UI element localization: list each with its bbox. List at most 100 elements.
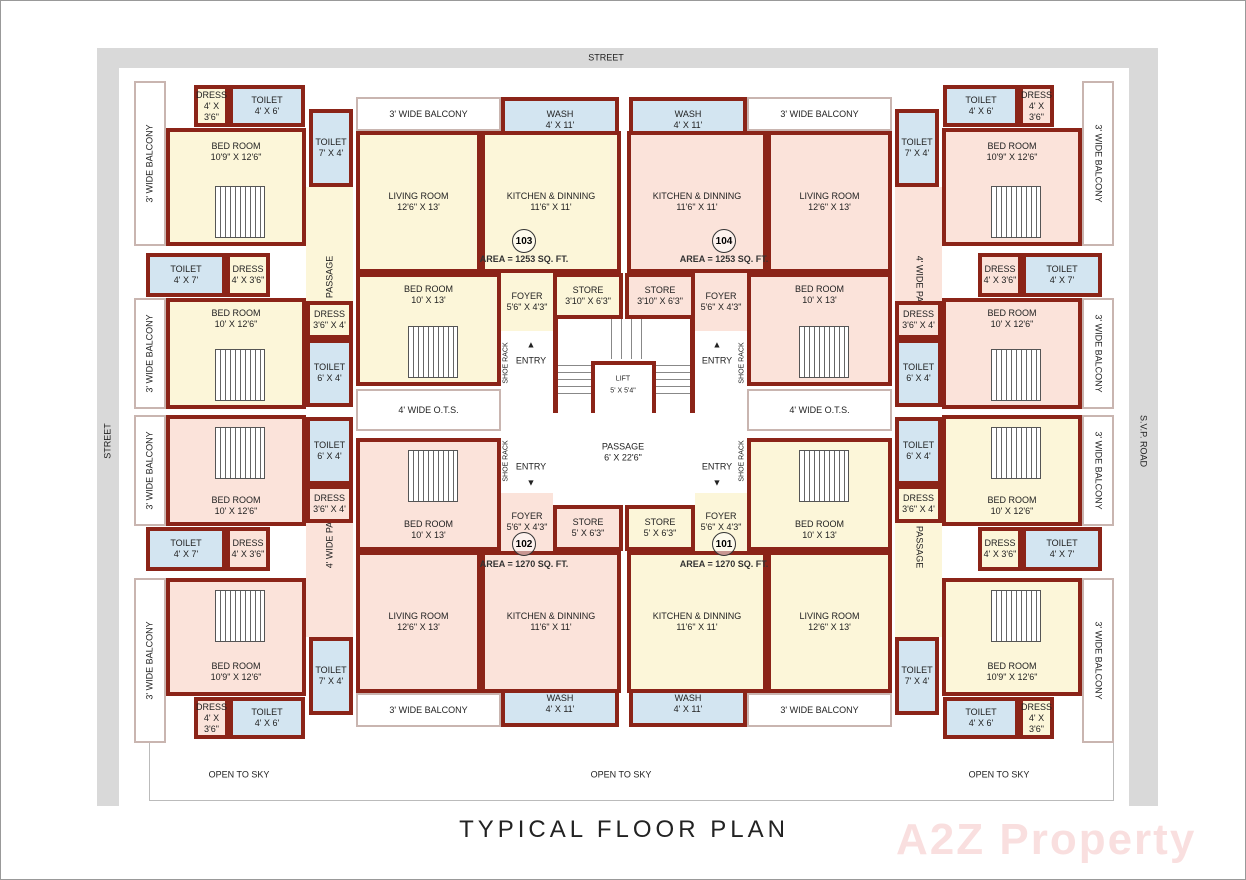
open-to-sky-strip [149, 743, 1114, 801]
room-name: TOILET [1046, 264, 1078, 274]
staircase [553, 319, 695, 413]
unit-area: AREA = 1270 SQ. FT. [479, 559, 569, 569]
room-size: 4' X 7' [173, 549, 199, 559]
room-name: 3' WIDE BALCONY [144, 431, 155, 510]
room-size: 10' X 13' [411, 294, 446, 305]
room-name: STORE [572, 517, 604, 527]
unit-area: AREA = 1253 SQ. FT. [479, 254, 569, 264]
room-size: 7' X 4' [318, 676, 344, 686]
room-3-wide-balcony: 3' WIDE BALCONY [1082, 81, 1114, 246]
unit-area: AREA = 1253 SQ. FT. [679, 254, 769, 264]
room-name: 3' WIDE BALCONY [144, 124, 155, 203]
room-name: DRESS [196, 89, 228, 100]
room-size: 10' X 12'6" [990, 505, 1034, 516]
bed-icon [991, 427, 1041, 479]
room-name: BED ROOM [403, 283, 453, 294]
room-size: 6' X 4' [317, 373, 342, 383]
entry-label: ENTRY [515, 461, 547, 472]
room-size: 3'10" X 6'3" [565, 296, 611, 306]
room-name: DRESS [313, 309, 345, 319]
room-name: 3' WIDE BALCONY [780, 704, 859, 715]
room-name: WASH [674, 109, 702, 119]
room-size: 5'6" X 4'3" [700, 522, 742, 532]
room-size: 12'6" X 13' [808, 202, 851, 212]
room-name: TOILET [901, 665, 933, 675]
entry-arrow-icon: ▼ [712, 477, 722, 488]
room-name: DRESS [1021, 701, 1053, 712]
bed-icon [991, 349, 1041, 401]
room-name: TOILET [170, 264, 202, 274]
lift-size: 5' X 5'4" [610, 387, 636, 395]
room-name: FOYER [511, 291, 543, 301]
ots-left: 4' WIDE O.T.S. [356, 389, 501, 431]
room-size: 4' X 3'6" [1028, 100, 1045, 122]
lift-label: LIFT [615, 375, 631, 383]
room-size: 10' X 12'6" [214, 505, 258, 516]
bed-icon [798, 450, 849, 502]
room-size: 12'6" X 13' [397, 202, 440, 212]
room-size: 4' X 3'6" [983, 275, 1017, 285]
room-3-wide-balcony: 3' WIDE BALCONY [1082, 415, 1114, 526]
room-name: LIVING ROOM [388, 611, 449, 621]
room-size: 3'6" X 4' [902, 320, 935, 330]
unit-area: AREA = 1270 SQ. FT. [679, 559, 769, 569]
room-name: TOILET [315, 137, 347, 147]
room-name: 3' WIDE BALCONY [1093, 431, 1104, 510]
open-to-sky-label-center: OPEN TO SKY [590, 769, 652, 780]
room-size: 3'6" X 4' [313, 504, 346, 514]
room-size: 3'6" X 4' [313, 320, 346, 330]
room-size: 4' X 3'6" [231, 275, 265, 285]
room-name: BED ROOM [987, 494, 1037, 505]
room-name: BED ROOM [794, 283, 844, 294]
room-name: TOILET [965, 707, 997, 717]
room-name: TOILET [313, 362, 346, 372]
room-name: TOILET [1046, 538, 1078, 548]
room-size: 10' X 13' [802, 294, 837, 305]
room-size: 7' X 4' [318, 148, 344, 158]
room-size: 4' X 3'6" [983, 549, 1017, 559]
room-name: TOILET [901, 137, 933, 147]
room-name: 3' WIDE BALCONY [1093, 124, 1104, 203]
